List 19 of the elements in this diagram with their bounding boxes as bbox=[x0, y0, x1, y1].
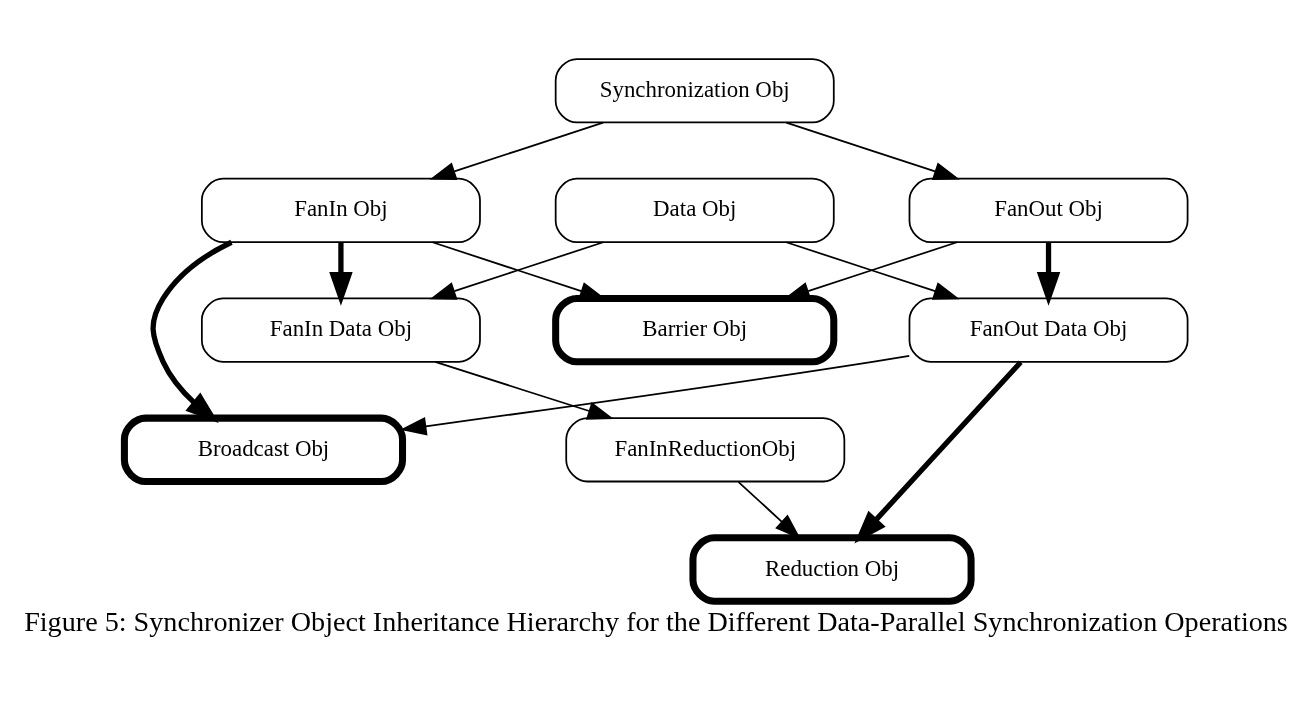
arrow bbox=[1036, 242, 1061, 306]
node-box: Data Obj bbox=[554, 177, 835, 243]
arrow bbox=[854, 360, 1023, 544]
node-box: FanOut Data Obj bbox=[908, 297, 1189, 363]
node-box: Synchronization Obj bbox=[554, 58, 835, 124]
arrow bbox=[150, 239, 233, 423]
arrow bbox=[785, 121, 960, 181]
node-box: FanOut Obj bbox=[908, 177, 1189, 243]
node-box: FanIn Obj bbox=[201, 177, 481, 243]
arrow bbox=[329, 242, 353, 306]
node-box: FanInReductionObj bbox=[565, 417, 846, 483]
node-box: Barrier Obj bbox=[552, 294, 838, 366]
node-box: Broadcast Obj bbox=[120, 414, 407, 485]
arrow bbox=[434, 361, 614, 420]
caption: Figure 5: Synchronizer Object Inheritance Hierarchy for the Different Data-Parallel Synchronization Operations bbox=[24, 605, 1288, 637]
node-box: Reduction Obj bbox=[689, 534, 975, 605]
arrow bbox=[429, 121, 605, 181]
node-box: FanIn Data Obj bbox=[201, 297, 481, 363]
arrow bbox=[400, 355, 911, 436]
